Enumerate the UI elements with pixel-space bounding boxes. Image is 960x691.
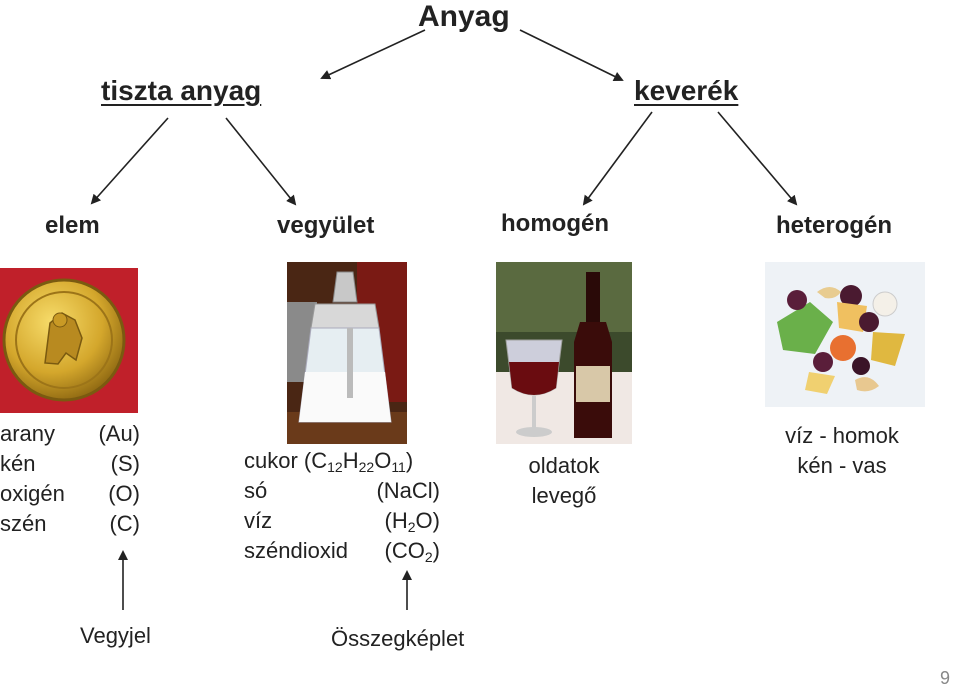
gold-coin-icon [0, 268, 138, 413]
compound-list: cukor (C12H22O11) só(NaCl) víz(H2O) szén… [244, 446, 440, 566]
wine-photo [496, 262, 632, 444]
sugar-dispenser-photo [287, 262, 407, 444]
arrow-keverek-homogen [584, 112, 652, 204]
arrow-tiszta-elem [92, 118, 168, 203]
page-number: 9 [940, 668, 950, 689]
list-item: arany(Au) [0, 419, 140, 449]
list-item: oxigén(O) [0, 479, 140, 509]
heterogeneous-list: víz - homok kén - vas [762, 421, 922, 481]
fruit-mix-icon [765, 262, 925, 407]
arrow-anyag-tiszta [322, 30, 425, 78]
element-list: arany(Au) kén(S) oxigén(O) szén(C) [0, 419, 140, 539]
list-item: kén - vas [762, 451, 922, 481]
arrow-anyag-keverek [520, 30, 622, 80]
mixed-fruit-photo [765, 262, 925, 407]
arrow-keverek-heterogen [718, 112, 796, 204]
compound-heading: vegyület [277, 212, 374, 240]
sugar-dispenser-icon [287, 262, 407, 444]
list-item: kén(S) [0, 449, 140, 479]
list-item: szén(C) [0, 509, 140, 539]
homogeneous-list: oldatok levegő [504, 451, 624, 511]
list-item: oldatok [504, 451, 624, 481]
list-item: cukor (C12H22O11) [244, 446, 440, 476]
list-item: víz - homok [762, 421, 922, 451]
wine-bottle-icon [496, 262, 632, 444]
list-item: víz(H2O) [244, 506, 440, 536]
mixture-heading: keverék [634, 75, 738, 107]
root-title: Anyag [418, 0, 510, 34]
list-item: levegő [504, 481, 624, 511]
arrow-tiszta-vegyulet [226, 118, 295, 204]
homogeneous-heading: homogén [501, 210, 609, 238]
pure-substance-heading: tiszta anyag [101, 75, 261, 107]
symbol-label: Vegyjel [80, 621, 151, 651]
list-item: széndioxid(CO2) [244, 536, 440, 566]
list-item: só(NaCl) [244, 476, 440, 506]
gold-coin-photo [0, 268, 138, 413]
element-heading: elem [45, 212, 100, 240]
heterogeneous-heading: heterogén [776, 212, 892, 240]
formula-label: Összegképlet [331, 624, 464, 654]
